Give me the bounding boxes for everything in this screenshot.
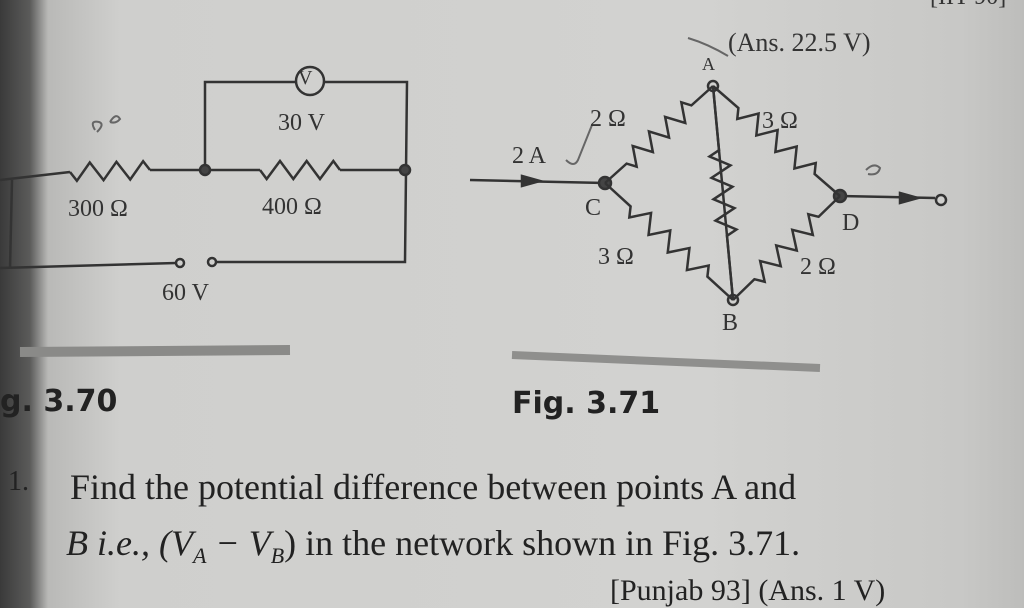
figure-caption: g. 3.70	[0, 384, 118, 419]
resistor-icon	[604, 182, 734, 301]
junction-node	[398, 163, 412, 177]
answer-label: (Ans. 22.5 V)	[728, 28, 871, 57]
resistor-label: 3 Ω	[762, 108, 798, 134]
pencil-marks	[91, 37, 882, 176]
arrow-icon	[520, 174, 923, 205]
junction-node	[198, 163, 212, 177]
node-label-b: B	[722, 310, 739, 336]
resistor-label: 400 Ω	[262, 194, 322, 220]
resistor-icon	[706, 85, 740, 301]
voltmeter-reading: 30 V	[278, 110, 325, 136]
divider	[19, 345, 291, 357]
subscript: A	[192, 543, 207, 569]
text: ) in the network shown in Fig. 3.71.	[284, 523, 801, 563]
node-label-a: A	[702, 54, 715, 74]
question-number: 1.	[8, 466, 29, 497]
voltmeter-symbol: V	[298, 67, 313, 89]
divider	[511, 351, 821, 372]
resistor-label: 3 Ω	[598, 244, 634, 270]
resistor-label: 300 Ω	[68, 196, 128, 222]
text: B i.e., (V	[66, 523, 193, 563]
text: − V	[206, 523, 271, 563]
node-label-d: D	[842, 210, 860, 236]
reference: [IIT 90]	[930, 0, 1006, 11]
resistor-icon	[69, 159, 151, 183]
voltmeter-icon	[294, 65, 326, 97]
node-label-c: C	[585, 195, 602, 221]
resistor-icon	[712, 85, 841, 197]
wire-left	[8, 179, 14, 269]
resistor-icon	[732, 195, 841, 301]
terminal	[174, 257, 186, 269]
current-label: 2 A	[512, 143, 547, 169]
question-line-2: B i.e., (VA − VB) in the network shown i…	[66, 522, 800, 569]
terminal	[206, 256, 218, 268]
figure-caption: Fig. 3.71	[512, 386, 661, 421]
resistor-icon	[604, 85, 714, 184]
question-line-1: Find the potential difference between po…	[70, 467, 797, 507]
resistor-icon	[258, 158, 342, 182]
resistor-label: 2 Ω	[800, 254, 836, 280]
terminal	[934, 193, 948, 207]
subscript: B	[270, 543, 285, 569]
source-label: 60 V	[162, 280, 209, 306]
question-source: [Punjab 93] (Ans. 1 V)	[610, 574, 886, 607]
resistor-label: 2 Ω	[590, 106, 626, 132]
